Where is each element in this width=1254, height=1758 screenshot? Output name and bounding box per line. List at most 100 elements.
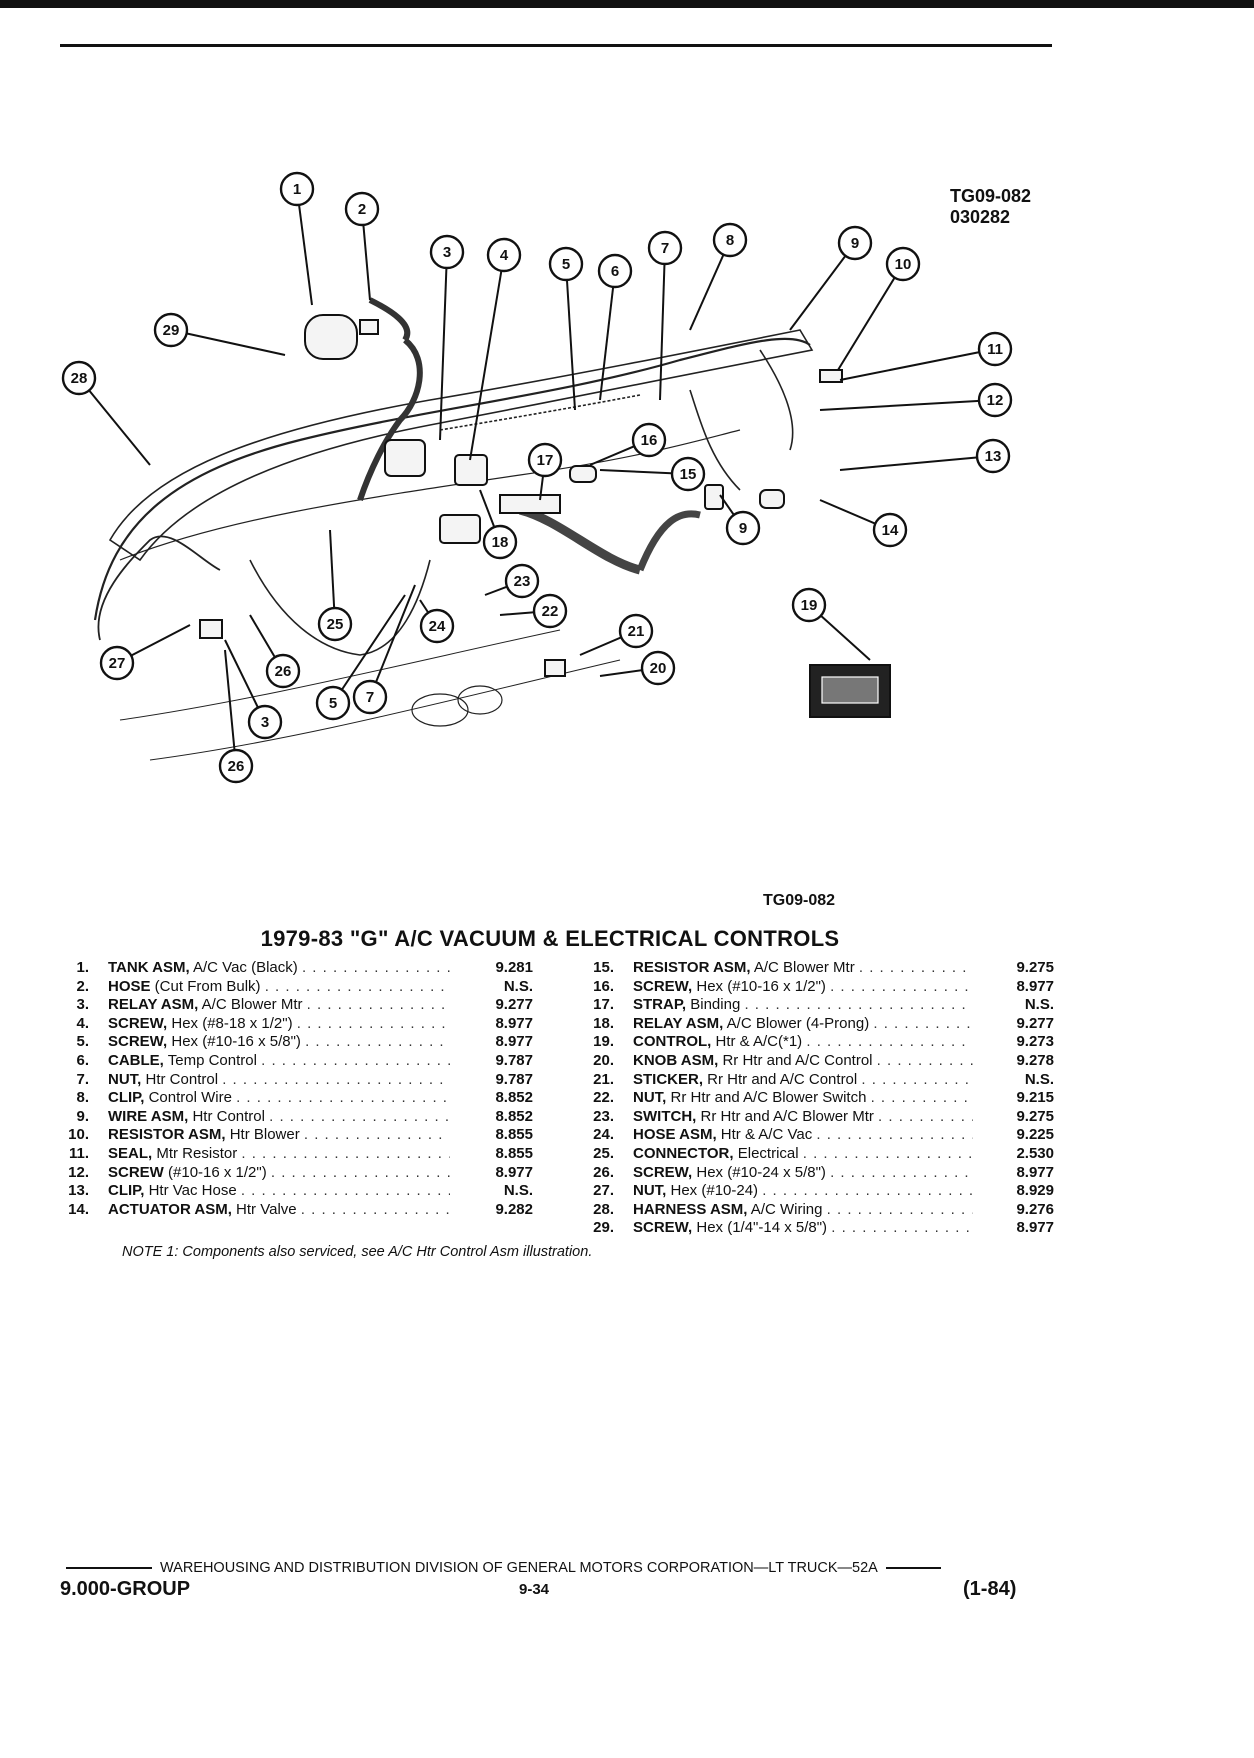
part-description: TANK ASM, A/C Vac (Black) . . . . . . . …	[108, 959, 450, 978]
part-description: NUT, Htr Control . . . . . . . . . . . .…	[108, 1071, 450, 1090]
dot-leader: . . . . . . . . . . . . . . . . . . . . …	[830, 977, 973, 995]
part-number: 6.	[76, 1051, 89, 1069]
part-row: 21.STICKER, Rr Htr and A/C Control . . .…	[580, 1071, 1054, 1090]
part-name: RELAY ASM,	[633, 1014, 724, 1032]
part-group-number: 9.275	[1016, 1107, 1054, 1125]
dot-leader: . . . . . . . . . . . . . . . . . . . . …	[806, 1033, 973, 1051]
part-group-number: 8.977	[1016, 1219, 1054, 1237]
part-row: 25.CONNECTOR, Electrical . . . . . . . .…	[580, 1145, 1054, 1164]
part-detail: A/C Blower Mtr	[198, 996, 307, 1014]
part-description: SWITCH, Rr Htr and A/C Blower Mtr . . . …	[633, 1108, 973, 1127]
part-description: RESISTOR ASM, A/C Blower Mtr . . . . . .…	[633, 959, 973, 978]
part-detail: A/C Blower (4-Prong)	[723, 1014, 874, 1032]
dot-leader: . . . . . . . . . . . . . . . . . . . . …	[802, 1144, 973, 1162]
callout-leader-line	[659, 247, 666, 401]
relay-shape	[384, 439, 426, 477]
part-description: STRAP, Binding . . . . . . . . . . . . .…	[633, 996, 973, 1015]
callout-number: 23	[514, 573, 531, 590]
part-number: 11.	[68, 1144, 89, 1162]
callout-leader-line	[469, 254, 505, 461]
part-row: 23.SWITCH, Rr Htr and A/C Blower Mtr . .…	[580, 1108, 1054, 1127]
part-description: ACTUATOR ASM, Htr Valve . . . . . . . . …	[108, 1201, 450, 1220]
part-row: 4.SCREW, Hex (#8-18 x 1/2") . . . . . . …	[55, 1015, 533, 1034]
callout-15: 15	[670, 456, 706, 492]
part-number: 15.	[593, 959, 614, 976]
callout-number: 22	[542, 603, 559, 620]
part-number: 19.	[593, 1033, 614, 1051]
dot-leader: . . . . . . . . . . . . . . . . . . . . …	[241, 1144, 450, 1162]
callout-19: 19	[791, 587, 827, 623]
part-detail: Htr Control	[141, 1070, 223, 1088]
callout-7: 7	[647, 230, 683, 266]
dot-leader: . . . . . . . . . . . . . . . . . . . . …	[878, 1107, 973, 1125]
part-detail: Hex (#8-18 x 1/2")	[167, 1014, 297, 1032]
callout-13: 13	[975, 438, 1011, 474]
part-group-number: 2.530	[1016, 1144, 1054, 1162]
part-name: NUT,	[633, 1089, 667, 1107]
part-name: SCREW,	[108, 1033, 168, 1051]
dot-leader: . . . . . . . . . . . . . . . . . . . . …	[744, 996, 973, 1014]
part-name: HARNESS ASM,	[633, 1200, 748, 1218]
part-group-number: 9.277	[495, 996, 533, 1014]
part-group-number: N.S.	[503, 977, 533, 995]
part-description: HARNESS ASM, A/C Wiring . . . . . . . . …	[633, 1201, 973, 1220]
part-row: 8.CLIP, Control Wire . . . . . . . . . .…	[55, 1089, 533, 1108]
callout-11: 11	[977, 331, 1013, 367]
callout-3: 3	[247, 704, 283, 740]
dot-leader: . . . . . . . . . . . . . . . . . . . . …	[264, 977, 450, 995]
wire-clip-shape	[704, 484, 724, 510]
callout-number: 11	[987, 341, 1003, 358]
resistor-blower-shape	[569, 465, 597, 483]
part-description: HOSE ASM, Htr & A/C Vac . . . . . . . . …	[633, 1126, 973, 1145]
dot-leader: . . . . . . . . . . . . . . . . . . . . …	[303, 1126, 450, 1144]
part-detail: Hex (1/4"-14 x 5/8")	[692, 1219, 832, 1237]
callout-number: 17	[537, 452, 554, 469]
dot-leader: . . . . . . . . . . . . . . . . . . . . …	[861, 1070, 973, 1088]
callout-number: 16	[641, 432, 658, 449]
callout-27: 27	[99, 645, 135, 681]
callout-number: 3	[443, 244, 451, 261]
part-group-number: 9.787	[495, 1051, 533, 1069]
callout-4: 4	[486, 237, 522, 273]
callout-16: 16	[631, 422, 667, 458]
callout-number: 4	[500, 247, 509, 264]
vacuum-tank-shape	[304, 314, 358, 360]
part-number: 5.	[76, 1033, 89, 1051]
part-row: 27.NUT, Hex (#10-24) . . . . . . . . . .…	[580, 1182, 1054, 1201]
part-name: SCREW,	[633, 1163, 693, 1181]
part-group-number: 9.281	[495, 959, 533, 976]
part-group-number: 8.977	[495, 1033, 533, 1051]
resistor-shape	[819, 369, 843, 383]
callout-number: 2	[358, 201, 366, 218]
callout-leader-line	[837, 263, 904, 371]
reference-number: 030282	[950, 207, 1011, 227]
callout-leader-line	[439, 251, 448, 441]
page-title: 1979-83 "G" A/C VACUUM & ELECTRICAL CONT…	[260, 926, 840, 951]
callout-7: 7	[352, 679, 388, 715]
callout-number: 13	[985, 448, 1002, 465]
callout-29: 29	[153, 312, 189, 348]
part-row: 26.SCREW, Hex (#10-24 x 5/8") . . . . . …	[580, 1164, 1054, 1183]
part-number: 8.	[76, 1089, 89, 1107]
part-description: NUT, Hex (#10-24) . . . . . . . . . . . …	[633, 1182, 973, 1201]
part-detail: (Cut From Bulk)	[150, 977, 265, 995]
part-detail: Rr Htr and A/C Blower Mtr	[696, 1107, 879, 1125]
part-detail: Binding	[686, 996, 745, 1014]
part-detail: Hex (#10-16 x 5/8")	[167, 1033, 306, 1051]
callout-number: 1	[293, 181, 301, 198]
part-name: SCREW,	[633, 1219, 693, 1237]
part-group-number: 9.273	[1016, 1033, 1054, 1051]
part-name: HOSE	[108, 977, 151, 995]
part-detail: Htr & A/C(*1)	[711, 1033, 807, 1051]
part-description: KNOB ASM, Rr Htr and A/C Control . . . .…	[633, 1052, 973, 1071]
part-detail: (#10-16 x 1/2")	[163, 1163, 271, 1181]
dot-leader: . . . . . . . . . . . . . . . . . . . . …	[873, 1014, 973, 1032]
part-detail: A/C Wiring	[747, 1200, 827, 1218]
dot-leader: . . . . . . . . . . . . . . . . . . . . …	[222, 1070, 450, 1088]
callout-2: 2	[344, 191, 380, 227]
part-name: SCREW	[108, 1163, 164, 1181]
callout-number: 10	[895, 256, 912, 273]
part-group-number: 9.276	[1016, 1200, 1054, 1218]
callout-3: 3	[429, 234, 465, 270]
part-number: 4.	[76, 1014, 89, 1032]
